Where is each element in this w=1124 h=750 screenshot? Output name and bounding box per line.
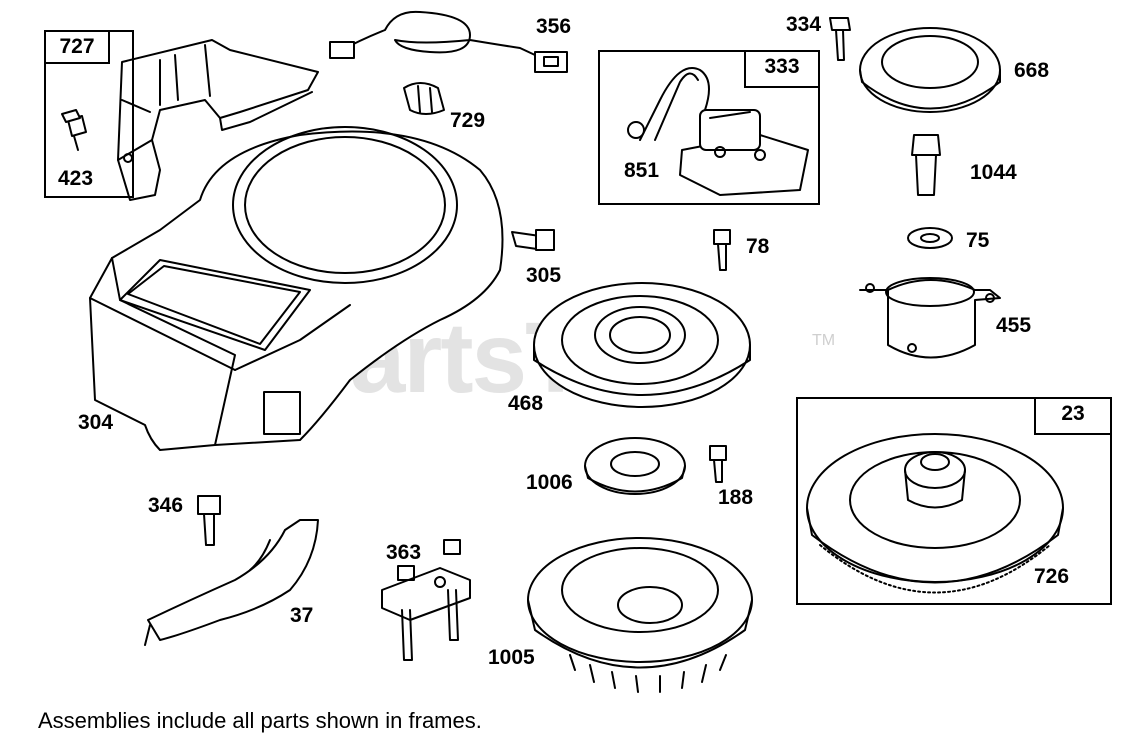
assembly-frame-23	[796, 397, 1112, 605]
part-label-668[interactable]: 668	[1014, 59, 1050, 82]
air-guide-727	[117, 39, 319, 201]
retainer-1006	[584, 437, 686, 495]
frame-number-23: 23	[1034, 397, 1112, 435]
part-label-455[interactable]: 455	[996, 314, 1032, 337]
part-label-729[interactable]: 729	[450, 109, 486, 132]
screw-78	[713, 229, 731, 271]
frame-number-333: 333	[744, 50, 820, 88]
air-vane-37	[144, 519, 319, 646]
bolt-1044	[911, 134, 941, 196]
part-label-334[interactable]: 334	[786, 13, 822, 36]
bracket-363	[381, 539, 471, 661]
flywheel-726	[806, 433, 1064, 594]
part-label-1044[interactable]: 1044	[970, 161, 1017, 184]
part-label-346[interactable]: 346	[148, 494, 184, 517]
part-label-37[interactable]: 37	[290, 604, 314, 627]
ignition-module-333	[627, 67, 809, 196]
washer-75	[907, 227, 953, 249]
screw-188	[709, 445, 727, 483]
part-label-1006[interactable]: 1006	[526, 471, 573, 494]
part-label-356[interactable]: 356	[536, 15, 572, 38]
screw-346	[197, 495, 221, 546]
blower-housing-304	[89, 126, 504, 451]
part-label-78[interactable]: 78	[746, 235, 770, 258]
rotating-screen-468	[533, 282, 751, 408]
ground-wire-356	[329, 10, 568, 73]
part-label-304[interactable]: 304	[78, 411, 114, 434]
part-label-468[interactable]: 468	[508, 392, 544, 415]
part-label-188[interactable]: 188	[718, 486, 754, 509]
part-label-305[interactable]: 305	[526, 264, 562, 287]
screw-423	[61, 109, 87, 151]
part-label-726[interactable]: 726	[1034, 565, 1070, 588]
part-label-851[interactable]: 851	[624, 159, 660, 182]
grommet-729	[403, 82, 445, 115]
footer-note: Assemblies include all parts shown in fr…	[38, 708, 482, 733]
assembly-frame-333	[598, 50, 820, 205]
watermark-trademark: TM	[812, 332, 836, 349]
part-label-363[interactable]: 363	[386, 541, 422, 564]
flywheel-fan-1005	[527, 537, 753, 693]
cup-455	[859, 277, 1001, 359]
part-label-75[interactable]: 75	[966, 229, 990, 252]
frame-number-727: 727	[44, 30, 110, 64]
plate-668	[859, 27, 1001, 113]
part-label-423[interactable]: 423	[58, 167, 94, 190]
screw-305	[511, 229, 555, 251]
screw-334	[829, 17, 851, 61]
part-label-1005[interactable]: 1005	[488, 646, 535, 669]
